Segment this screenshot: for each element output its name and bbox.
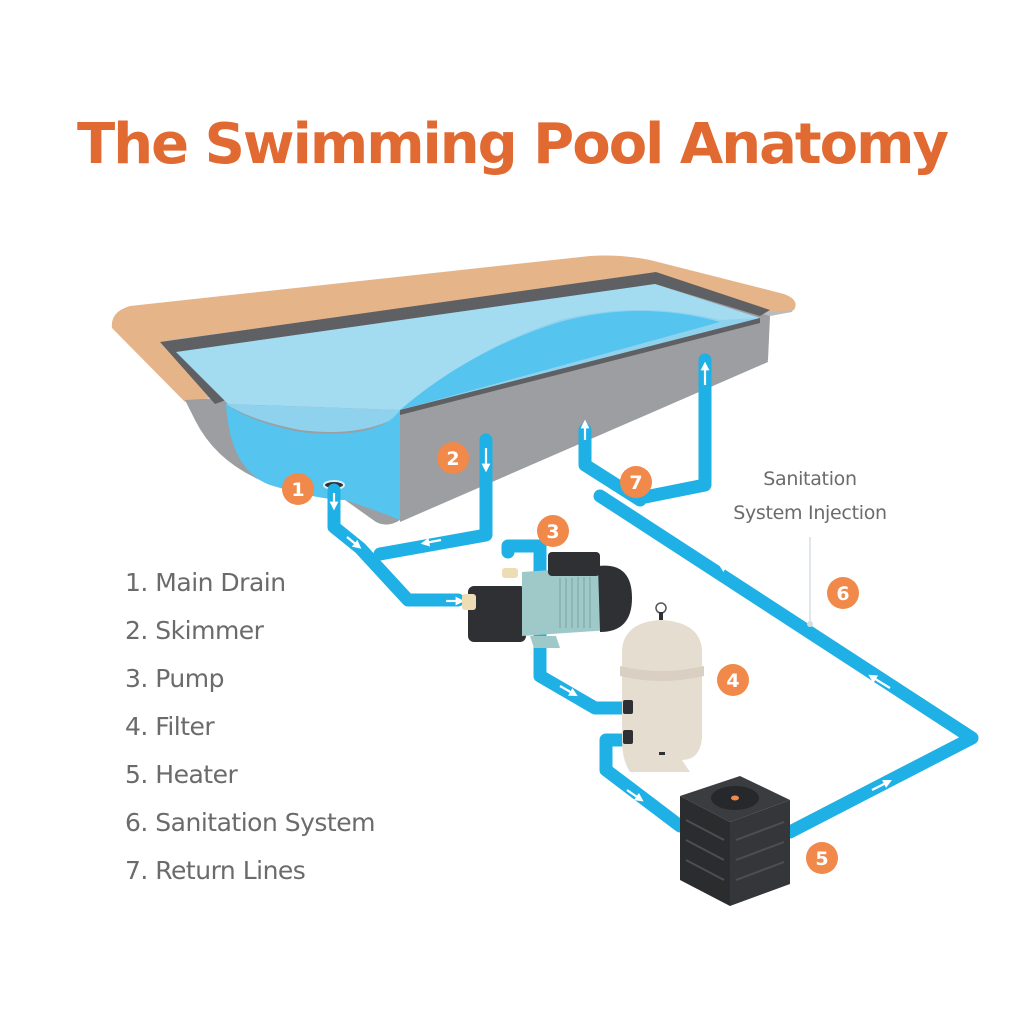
badge-3: 3 xyxy=(537,515,569,547)
badge-1: 1 xyxy=(282,473,314,505)
page-title: The Swimming Pool Anatomy xyxy=(77,112,949,177)
badge-2: 2 xyxy=(437,442,469,474)
svg-text:7: 7 xyxy=(629,472,642,494)
legend-item-heater: 5. Heater xyxy=(125,760,238,789)
badge-5: 5 xyxy=(806,842,838,874)
flow-arrows xyxy=(329,361,892,802)
badge-4: 4 xyxy=(717,664,749,696)
svg-text:2: 2 xyxy=(446,448,459,470)
legend-item-filter: 4. Filter xyxy=(125,712,215,741)
sanitation-injection-callout: Sanitation System Injection xyxy=(705,462,915,530)
badge-6: 6 xyxy=(827,577,859,609)
svg-text:4: 4 xyxy=(726,670,739,692)
legend-item-skimmer: 2. Skimmer xyxy=(125,616,264,645)
heater xyxy=(680,776,790,906)
callout-line-2: System Injection xyxy=(733,502,887,524)
badge-7: 7 xyxy=(620,466,652,498)
legend-item-return-lines: 7. Return Lines xyxy=(125,856,306,885)
pool-coping xyxy=(111,255,796,402)
legend-item-pump: 3. Pump xyxy=(125,664,225,693)
sanitation-injection-marker xyxy=(807,537,813,627)
legend-item-main-drain: 1. Main Drain xyxy=(125,568,286,597)
heater-to-sanitation-pipe xyxy=(593,489,979,839)
legend-item-sanitation-system: 6. Sanitation System xyxy=(125,808,375,837)
svg-text:5: 5 xyxy=(815,848,828,870)
callout-line-1: Sanitation xyxy=(763,468,857,490)
badges: 1 2 3 4 5 6 7 xyxy=(282,442,859,874)
pump xyxy=(462,552,632,648)
component-legend: 1. Main Drain 2. Skimmer 3. Pump 4. Filt… xyxy=(125,566,375,902)
svg-text:3: 3 xyxy=(546,521,559,543)
return-line-right xyxy=(638,353,712,504)
svg-text:1: 1 xyxy=(291,479,304,501)
filter xyxy=(620,602,704,772)
svg-text:6: 6 xyxy=(836,583,849,605)
